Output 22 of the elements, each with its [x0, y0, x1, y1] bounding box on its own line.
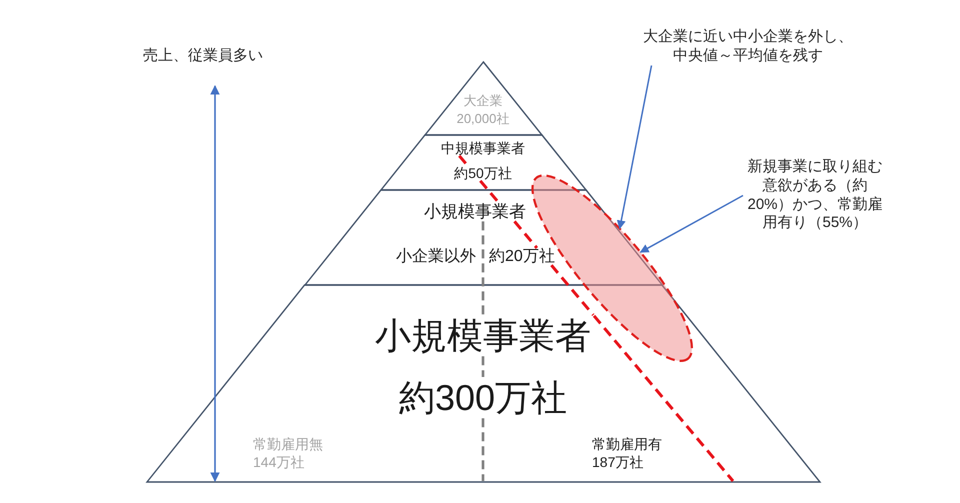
category-label: 小企業以外: [396, 247, 476, 266]
company-count: 約300万社: [398, 376, 568, 420]
pyramid-tier: [147, 285, 820, 482]
pyramid-tier: [304, 190, 662, 285]
arrow: [616, 65, 652, 230]
category-label: 常勤雇用有: [592, 436, 662, 453]
category-label: 常勤雇用無: [253, 436, 323, 453]
pyramid-tier: [424, 62, 542, 135]
tier-title: 中規模事業者: [440, 140, 525, 157]
callout-text: 大企業に近い中小企業を外し、中央値～平均値を残す: [640, 28, 856, 66]
callout-text: 新規事業に取り組む意欲がある（約20%）かつ、常勤雇用有り（55%）: [743, 158, 887, 233]
company-count: 187万社: [592, 454, 644, 471]
tier-title: 大企業: [463, 93, 502, 109]
arrow: [640, 194, 744, 253]
company-count: 約50万社: [454, 165, 512, 182]
pyramid-tier: [380, 135, 586, 190]
company-count: 144万社: [253, 454, 304, 471]
company-count: 20,000社: [456, 111, 510, 127]
company-count: 約20万社: [488, 247, 555, 266]
tier-title: 小規模事業者: [424, 202, 526, 222]
tier-title: 小規模事業者: [375, 314, 591, 358]
axis-label: 売上、従業員多い: [143, 47, 263, 65]
